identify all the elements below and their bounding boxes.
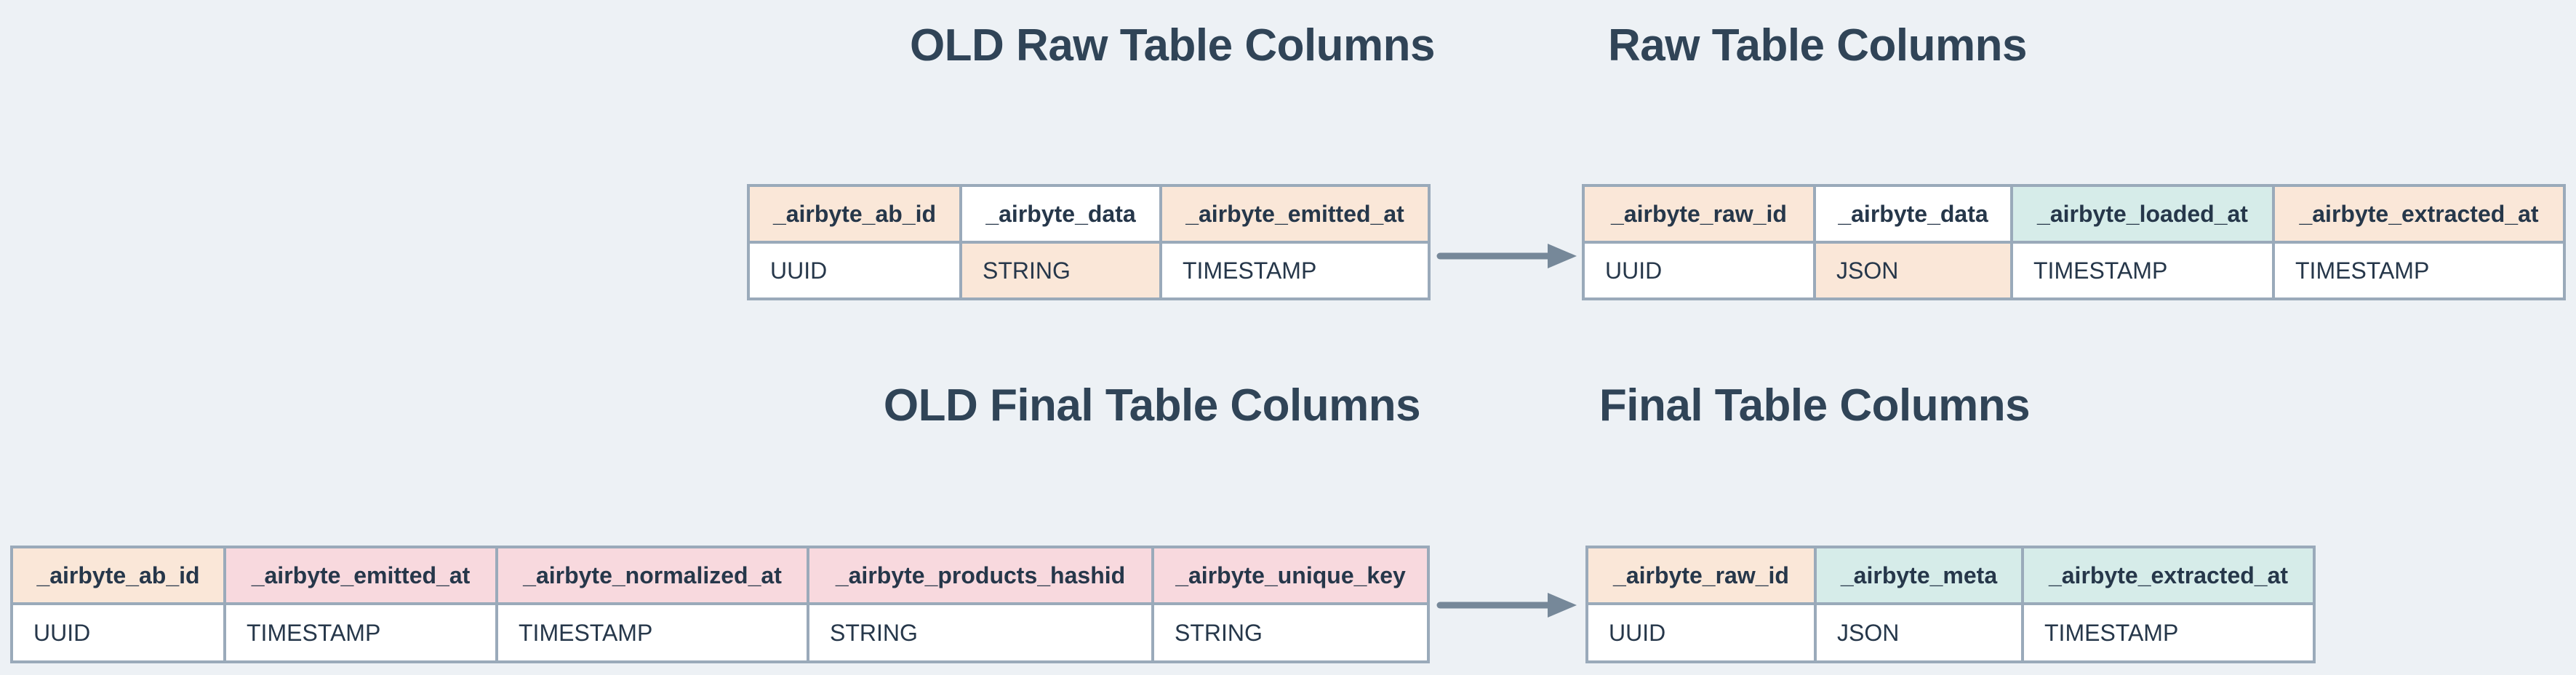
column-type-cell: STRING bbox=[1154, 605, 1427, 660]
column-name: _airbyte_emitted_at bbox=[1185, 200, 1404, 227]
column-name: _airbyte_extracted_at bbox=[2299, 200, 2539, 227]
title-final-table: Final Table Columns bbox=[1599, 380, 2031, 431]
column-type: TIMESTAMP bbox=[1183, 257, 1317, 284]
column-name: _airbyte_raw_id bbox=[1611, 200, 1787, 227]
column-header: _airbyte_emitted_at bbox=[1162, 187, 1428, 241]
column-header: _airbyte_unique_key bbox=[1154, 548, 1427, 602]
column-type-cell: TIMESTAMP bbox=[1162, 244, 1428, 297]
old-final-table: _airbyte_ab_id _airbyte_emitted_at _airb… bbox=[10, 546, 1430, 663]
column-name: _airbyte_normalized_at bbox=[523, 562, 782, 588]
column-type-cell: TIMESTAMP bbox=[2013, 244, 2272, 297]
column-type-cell: STRING bbox=[809, 605, 1151, 660]
column-type-cell: TIMESTAMP bbox=[2024, 605, 2313, 660]
column-header: _airbyte_products_hashid bbox=[809, 548, 1151, 602]
column-header: _airbyte_extracted_at bbox=[2024, 548, 2313, 602]
column-type: UUID bbox=[1605, 257, 1663, 284]
column-type: UUID bbox=[33, 619, 91, 646]
column-type: UUID bbox=[770, 257, 828, 284]
arrow-right-icon bbox=[1436, 593, 1577, 618]
column-type-cell: UUID bbox=[1585, 244, 1813, 297]
column-name: _airbyte_data bbox=[1838, 200, 1988, 227]
column-name: _airbyte_ab_id bbox=[772, 200, 937, 227]
column-type-cell: TIMESTAMP bbox=[226, 605, 495, 660]
column-header: _airbyte_raw_id bbox=[1585, 187, 1813, 241]
column-header: _airbyte_meta bbox=[1817, 548, 2021, 602]
column-header: _airbyte_emitted_at bbox=[226, 548, 495, 602]
column-header: _airbyte_ab_id bbox=[750, 187, 959, 241]
column-name: _airbyte_meta bbox=[1840, 562, 1998, 588]
column-header: _airbyte_normalized_at bbox=[498, 548, 807, 602]
column-type-cell: TIMESTAMP bbox=[2275, 244, 2563, 297]
column-name: _airbyte_data bbox=[985, 200, 1136, 227]
column-type: TIMESTAMP bbox=[247, 619, 381, 646]
column-name: _airbyte_products_hashid bbox=[835, 562, 1126, 588]
raw-table: _airbyte_raw_id _airbyte_data _airbyte_l… bbox=[1582, 184, 2566, 300]
column-type: STRING bbox=[1175, 619, 1263, 646]
column-header: _airbyte_extracted_at bbox=[2275, 187, 2563, 241]
column-type: TIMESTAMP bbox=[519, 619, 653, 646]
column-type: JSON bbox=[1837, 619, 1900, 646]
old-raw-table: _airbyte_ab_id _airbyte_data _airbyte_em… bbox=[747, 184, 1431, 300]
column-type: STRING bbox=[983, 257, 1071, 284]
column-type-cell: UUID bbox=[13, 605, 223, 660]
column-name: _airbyte_loaded_at bbox=[2037, 200, 2248, 227]
column-type: JSON bbox=[1836, 257, 1899, 284]
column-type-cell: TIMESTAMP bbox=[498, 605, 807, 660]
column-header: _airbyte_data bbox=[1816, 187, 2010, 241]
column-type: STRING bbox=[830, 619, 918, 646]
column-type-cell: JSON bbox=[1817, 605, 2021, 660]
column-type-cell: UUID bbox=[750, 244, 959, 297]
column-header: _airbyte_ab_id bbox=[13, 548, 223, 602]
column-name: _airbyte_ab_id bbox=[36, 562, 200, 588]
column-type-cell: STRING bbox=[962, 244, 1159, 297]
column-type: UUID bbox=[1609, 619, 1666, 646]
column-type: TIMESTAMP bbox=[2033, 257, 2168, 284]
column-name: _airbyte_raw_id bbox=[1613, 562, 1789, 588]
title-raw-table: Raw Table Columns bbox=[1608, 20, 2028, 71]
arrow-right-icon bbox=[1436, 244, 1577, 268]
column-type-cell: UUID bbox=[1588, 605, 1814, 660]
column-header: _airbyte_data bbox=[962, 187, 1159, 241]
column-type: TIMESTAMP bbox=[2295, 257, 2430, 284]
title-old-raw-table: OLD Raw Table Columns bbox=[909, 20, 1436, 71]
column-type-cell: JSON bbox=[1816, 244, 2010, 297]
column-name: _airbyte_emitted_at bbox=[251, 562, 471, 588]
column-name: _airbyte_unique_key bbox=[1175, 562, 1406, 588]
column-type: TIMESTAMP bbox=[2044, 619, 2179, 646]
column-name: _airbyte_extracted_at bbox=[2048, 562, 2289, 588]
final-table: _airbyte_raw_id _airbyte_meta _airbyte_e… bbox=[1585, 546, 2316, 663]
title-old-final-table: OLD Final Table Columns bbox=[883, 380, 1421, 431]
column-header: _airbyte_raw_id bbox=[1588, 548, 1814, 602]
column-header: _airbyte_loaded_at bbox=[2013, 187, 2272, 241]
